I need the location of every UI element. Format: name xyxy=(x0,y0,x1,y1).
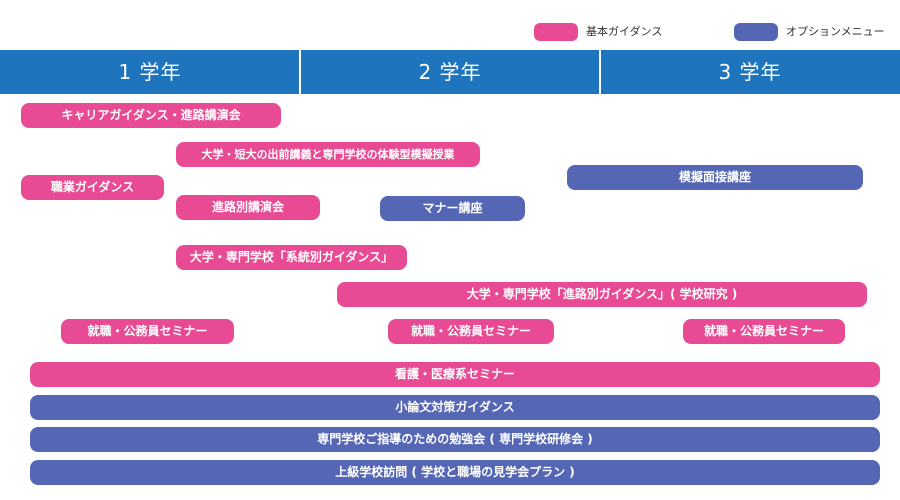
nursing-seminar-bar: 看護・医療系セミナー xyxy=(30,362,880,387)
year-header-1: 1 学年 xyxy=(0,50,300,94)
legend-option-swatch xyxy=(734,23,778,41)
employment-seminar-bar-3: 就職・公務員セミナー xyxy=(683,319,845,344)
mock-interview-bar: 模擬面接講座 xyxy=(567,165,863,190)
legend-option-label: オプションメニュー xyxy=(786,25,885,38)
legend-basic-swatch xyxy=(534,23,578,41)
career-guidance-lecture-bar: キャリアガイダンス・進路講演会 xyxy=(21,103,281,128)
employment-seminar-bar-2: 就職・公務員セミナー xyxy=(388,319,554,344)
school-visit-bar: 上級学校訪問 ( 学校と職場の見学会プラン ) xyxy=(30,460,880,485)
year-divider xyxy=(599,50,601,94)
year-divider xyxy=(299,50,301,94)
year-header-2: 2 学年 xyxy=(300,50,600,94)
trial-class-bar: 大学・短大の出前講義と専門学校の体験型模擬授業 xyxy=(176,142,480,167)
manners-course-bar: マナー講座 xyxy=(380,196,525,221)
field-guidance-bar: 大学・専門学校「系統別ガイダンス」 xyxy=(176,245,407,270)
legend-basic-label: 基本ガイダンス xyxy=(586,25,663,38)
path-lecture-bar: 進路別講演会 xyxy=(176,195,320,220)
teacher-study-bar: 専門学校ご指導のための勉強会 ( 専門学校研修会 ) xyxy=(30,427,880,452)
path-guidance-bar: 大学・専門学校「進路別ガイダンス」( 学校研究 ) xyxy=(337,282,867,307)
essay-guidance-bar: 小論文対策ガイダンス xyxy=(30,395,880,420)
employment-seminar-bar-1: 就職・公務員セミナー xyxy=(61,319,234,344)
year-header-3: 3 学年 xyxy=(600,50,900,94)
job-guidance-bar: 職業ガイダンス xyxy=(21,175,164,200)
